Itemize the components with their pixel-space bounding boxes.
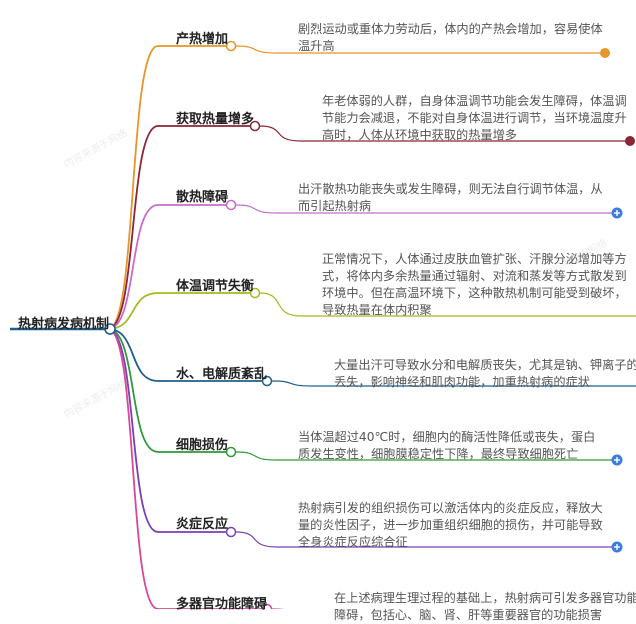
desc-line: 当体温超过40℃时，细胞内的酶活性降低或丧失，蛋白 [298, 430, 596, 444]
description-connector [271, 380, 636, 387]
branch-label-cell-damage[interactable]: 细胞损伤 [176, 438, 229, 453]
desc-line: 年老体弱的人群，自身体温调节功能会发生障碍，体温调 [322, 94, 627, 108]
branch-desc-heat-production: 剧烈运动或重体力劳动后，体内的产热会增加，容易使体 温升高 [298, 21, 603, 55]
desc-line: 全身炎症反应综合征 [298, 535, 408, 549]
branch-node-circle [249, 287, 261, 299]
root-node-label[interactable]: 热射病发病机制 [18, 317, 110, 332]
desc-line: 节能力会减退，不能对自身体温进行调节，当环境温度升 [322, 111, 627, 125]
branch-label-inflammation[interactable]: 炎症反应 [176, 517, 229, 532]
desc-line: 高时，人体从环境中获取的热量增多 [322, 128, 517, 142]
branch-label-heat-production[interactable]: 产热增加 [176, 32, 229, 47]
desc-line: 出汗散热功能丧失或发生障碍，则无法自行调节体温，从 [298, 182, 603, 196]
branch-label-heat-dissipation[interactable]: 散热障碍 [176, 190, 229, 205]
branch-label-organ-dysfunction[interactable]: 多器官功能障碍 [176, 597, 268, 612]
desc-line: 热射病引发的组织损伤可以激活体内的炎症反应，释放大 [298, 501, 603, 515]
branch-desc-electrolyte: 大量出汗可导致水分和电解质丧失，尤其是钠、钾离子的 丢失，影响神经和肌肉功能，加… [334, 357, 636, 391]
desc-line: 而引起热射病 [298, 199, 372, 213]
branch-label-heat-gain[interactable]: 获取热量增多 [176, 112, 255, 127]
branch-node-circle [225, 40, 237, 52]
branch-desc-heat-dissipation: 出汗散热功能丧失或发生障碍，则无法自行调节体温，从 而引起热射病 [298, 181, 603, 215]
branch-desc-organ-dysfunction: 在上述病理生理过程的基础上，热射病可引发多器官功能 障碍，包括心、脑、肾、肝等重… [334, 590, 636, 624]
branch-connector [107, 125, 250, 330]
branch-node-circle [261, 375, 273, 387]
desc-line: 障碍，包括心、脑、肾、肝等重要器官的功能损害 [334, 608, 603, 622]
mind-map-connectors [10, 40, 636, 615]
desc-line: 导致热量在体内积聚 [322, 303, 432, 317]
description-connector [259, 292, 636, 317]
branch-node-circle [225, 199, 237, 211]
branch-connector [107, 204, 226, 330]
branch-node-circle [249, 120, 261, 132]
branch-label-electrolyte[interactable]: 水、电解质紊乱 [176, 367, 268, 382]
branch-connector [107, 328, 226, 453]
mind-map: 热射病发病机制 产热增加 剧烈运动或重体力劳动后，体内的产热会增加，容易使体 温… [10, 21, 636, 622]
branch-label-thermoregulation[interactable]: 体温调节失衡 [176, 279, 255, 294]
branch-desc-heat-gain: 年老体弱的人群，自身体温调节功能会发生障碍，体温调 节能力会减退，不能对自身体温… [322, 93, 627, 144]
description-connector [235, 451, 617, 461]
branch-connector [107, 292, 250, 330]
desc-line: 质发生变性，细胞膜稳定性下降，最终导致细胞死亡 [298, 447, 579, 461]
desc-line: 在上述病理生理过程的基础上，热射病可引发多器官功能 [334, 591, 636, 605]
description-connector [235, 45, 605, 54]
description-connector [235, 204, 617, 214]
desc-line: 大量出汗可导致水分和电解质丧失，尤其是钠、钾离子的 [334, 358, 636, 372]
description-connector [259, 125, 630, 142]
branch-desc-thermoregulation: 正常情况下，人体通过皮肤血管扩张、汗腺分泌增加等方 式，将体内多余热量通过辐射、… [322, 251, 627, 319]
branch-desc-cell-damage: 当体温超过40℃时，细胞内的酶活性降低或丧失，蛋白 质发生变性，细胞膜稳定性下降… [298, 429, 595, 463]
desc-line: 量的炎性因子，进一步加重组织细胞的损伤，并可能导致 [298, 518, 603, 532]
branch-desc-inflammation: 热射病引发的组织损伤可以激活体内的炎症反应，释放大 量的炎性因子，进一步加重组织… [298, 500, 603, 551]
description-connector [235, 531, 617, 548]
desc-line: 式，将体内多余热量通过辐射、对流和蒸发等方式散发到 [322, 269, 627, 283]
branch-node-circle [225, 446, 237, 458]
branch-connector [107, 328, 226, 533]
desc-line: 正常情况下，人体通过皮肤血管扩张、汗腺分泌增加等方 [322, 252, 627, 266]
root-node-circle [104, 323, 116, 335]
desc-line: 环境中。但在高温环境下，这种散热机制可能受到破坏， [322, 286, 627, 300]
end-dot-icon [625, 136, 635, 146]
branch-connector [107, 45, 226, 330]
branch-connector [107, 328, 262, 382]
desc-line: 剧烈运动或重体力劳动后，体内的产热会增加，容易使体 [298, 22, 603, 36]
desc-line: 丢失，影响神经和肌肉功能，加重热射病的症状 [334, 375, 590, 389]
desc-line: 温升高 [298, 39, 335, 53]
branch-node-circle [225, 526, 237, 538]
branch-connector [107, 328, 262, 610]
end-dot-icon [600, 48, 610, 58]
